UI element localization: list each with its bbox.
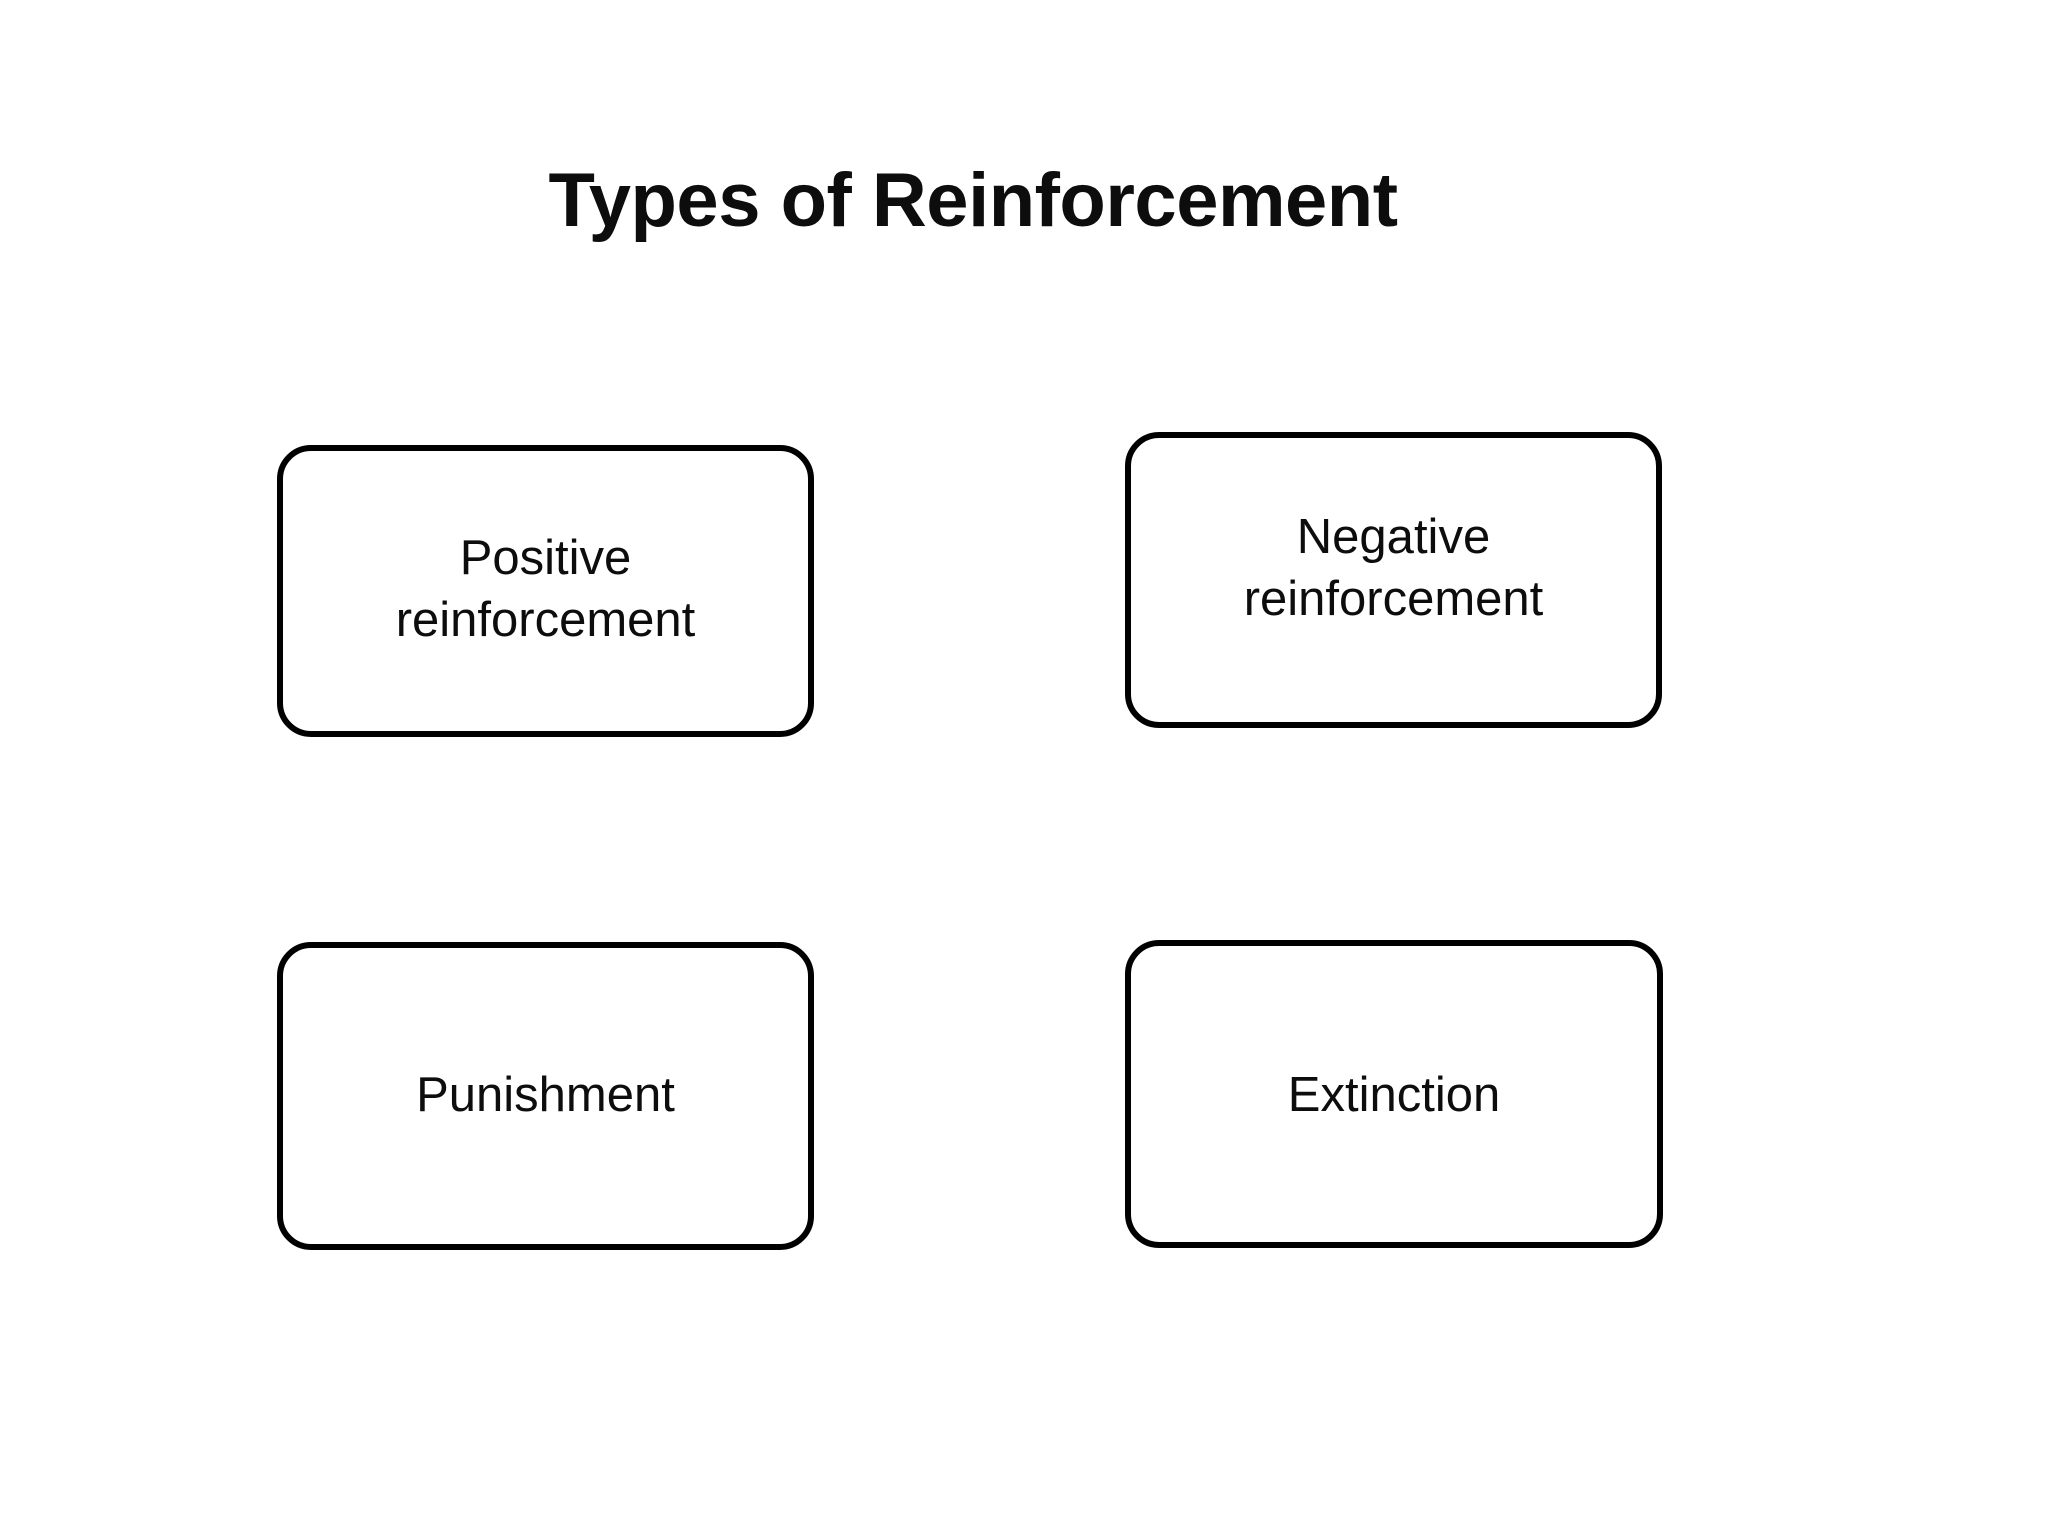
concept-box-label: Negative reinforcement: [1243, 510, 1544, 627]
concept-box-label: Extinction: [1287, 1068, 1501, 1122]
page-title: Types of Reinforcement: [548, 157, 1398, 243]
concept-box-label: Positive reinforcement: [395, 531, 696, 648]
concept-box-extinction[interactable]: Extinction: [1125, 940, 1663, 1248]
concept-box-punishment[interactable]: Punishment: [277, 942, 814, 1250]
concept-box-positive-reinforcement[interactable]: Positive reinforcement: [277, 445, 814, 737]
concept-box-negative-reinforcement[interactable]: Negative reinforcement: [1125, 432, 1662, 728]
concept-box-label: Punishment: [416, 1068, 675, 1122]
